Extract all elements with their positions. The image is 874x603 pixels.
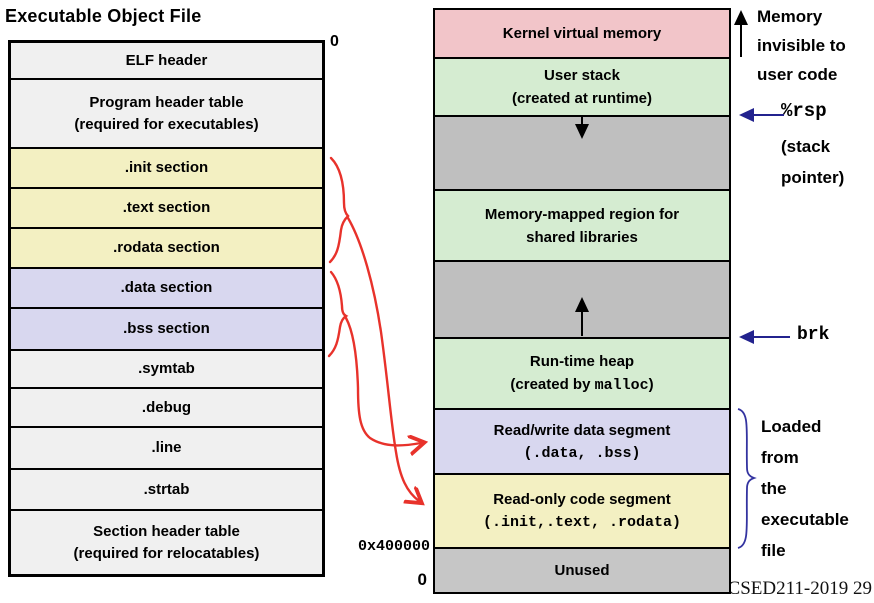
row-line: .line (11, 428, 322, 470)
row-elf-header: ELF header (11, 43, 322, 80)
block-unallocated-heap-gap (435, 262, 729, 339)
rsp-register-label: %rsp (781, 100, 827, 122)
address-0x400000-label: 0x400000 (357, 538, 430, 555)
data-sections-to-segment-arrow-icon (344, 316, 421, 445)
code-sections-brace-icon (328, 156, 350, 264)
block-kernel-virtual-memory: Kernel virtual memory (435, 10, 729, 59)
block-read-write-data-segment: Read/write data segment (.data, .bss) (435, 410, 729, 475)
row-rodata-section: .rodata section (11, 229, 322, 269)
executable-object-file-table: ELF header Program header table (require… (8, 40, 325, 577)
block-memory-mapped-region: Memory-mapped region for shared librarie… (435, 191, 729, 262)
row-strtab: .strtab (11, 470, 322, 511)
loaded-segments-brace-icon (737, 408, 757, 549)
loaded-from-executable-note: Loaded from the executable file (761, 417, 849, 560)
block-read-only-code-segment: Read-only code segment (.init,.text, .ro… (435, 475, 729, 549)
row-bss-section: .bss section (11, 309, 322, 351)
row-program-header-table: Program header table (required for execu… (11, 80, 322, 149)
stack-pointer-note: (stack pointer) (781, 137, 845, 187)
row-symtab: .symtab (11, 351, 322, 389)
page-title: Executable Object File (5, 6, 202, 26)
file-offset-zero-label: 0 (330, 33, 339, 50)
row-debug: .debug (11, 389, 322, 428)
slide-footer: CSED211-2019 29 (727, 578, 872, 599)
row-init-section: .init section (11, 149, 322, 189)
block-user-stack: User stack (created at runtime) (435, 59, 729, 117)
row-data-section: .data section (11, 269, 322, 309)
address-zero-label: 0 (417, 570, 427, 589)
block-runtime-heap: Run-time heap (created by malloc) (435, 339, 729, 410)
block-unallocated-stack-gap (435, 117, 729, 191)
row-text-section: .text section (11, 189, 322, 229)
data-sections-brace-icon (327, 270, 349, 358)
code-sections-to-segment-arrow-icon (346, 216, 419, 501)
row-section-header-table: Section header table (required for reloc… (11, 511, 322, 574)
block-unused: Unused (435, 549, 729, 592)
memory-invisible-note: Memory invisible to user code (757, 7, 846, 84)
virtual-memory-column: Kernel virtual memory User stack (create… (433, 8, 731, 594)
brk-pointer-label: brk (797, 325, 830, 345)
